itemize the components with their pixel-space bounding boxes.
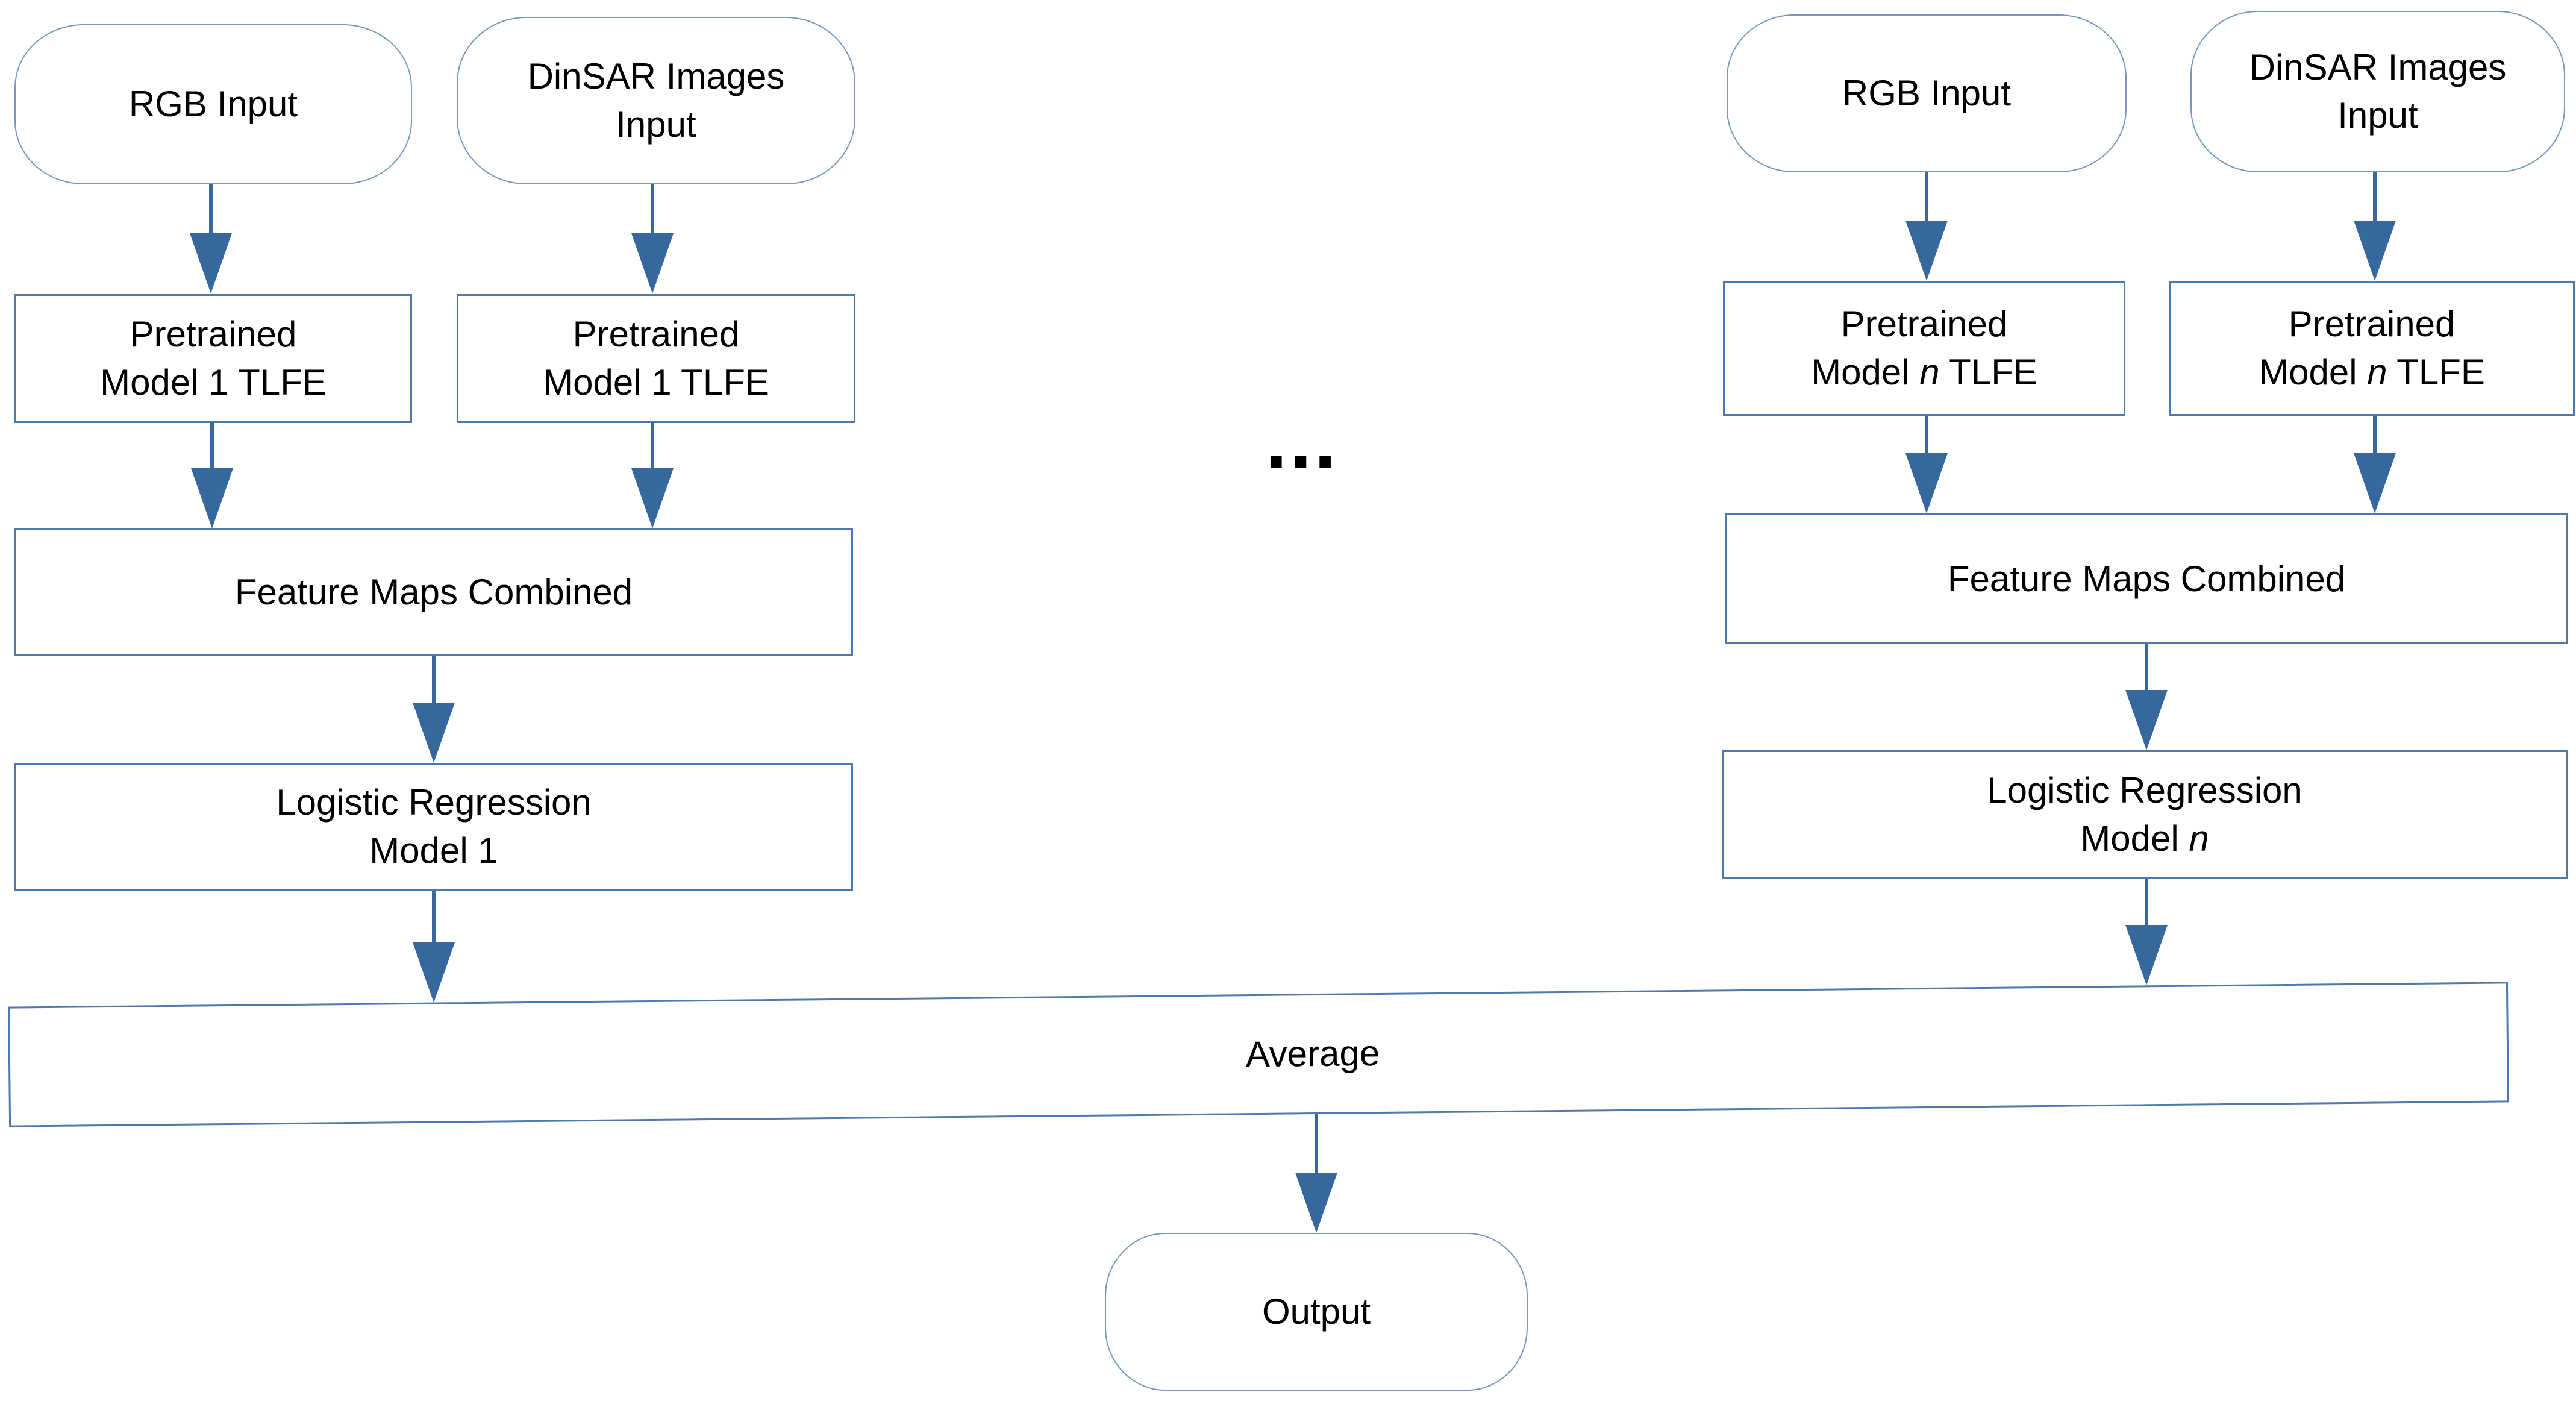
model-index: 1: [478, 830, 498, 871]
node-label: RGB Input: [1842, 73, 2012, 113]
node-label: DinSAR Images: [2249, 47, 2507, 87]
node-label: Logistic Regression: [1987, 769, 2302, 810]
arrow-stem: [651, 422, 654, 473]
model-index: 1: [208, 362, 229, 403]
node-pretrained-dinsar-n: Pretrained Model n TLFE: [2169, 281, 2575, 416]
arrow-head-icon: [413, 703, 455, 763]
node-feature-maps-1: Feature Maps Combined: [14, 528, 853, 656]
model-index: 1: [651, 362, 672, 403]
node-label: Feature Maps Combined: [1947, 558, 2346, 599]
node-label: Input: [2337, 95, 2418, 136]
model-index: n: [1919, 352, 1940, 392]
model-index: n: [2367, 352, 2387, 392]
node-label: RGB Input: [128, 84, 298, 124]
node-label: Pretrained: [2288, 304, 2456, 344]
arrow-head-icon: [1905, 453, 1948, 513]
node-feature-maps-n: Feature Maps Combined: [1725, 513, 2568, 644]
flow-arrow: [413, 891, 455, 1003]
arrow-head-icon: [631, 468, 674, 528]
node-output: Output: [1105, 1233, 1528, 1391]
arrow-stem: [1925, 416, 1928, 458]
arrow-stem: [432, 891, 436, 947]
node-rgb-input-n: RGB Input: [1727, 14, 2127, 172]
node-label: Model 1: [369, 830, 498, 871]
node-average: Average: [8, 982, 2509, 1127]
node-label: Pretrained: [1840, 304, 2008, 344]
arrow-stem: [651, 184, 654, 238]
node-label: Pretrained: [572, 314, 740, 354]
arrow-stem: [432, 656, 436, 707]
flow-arrow: [2125, 879, 2168, 985]
node-label: Model 1 TLFE: [543, 362, 769, 403]
node-pretrained-dinsar-1: Pretrained Model 1 TLFE: [457, 294, 855, 423]
flow-arrow: [1905, 172, 1948, 281]
node-label: Input: [616, 104, 696, 145]
arrow-stem: [1925, 172, 1928, 225]
arrow-head-icon: [631, 233, 674, 293]
pipelines-ellipsis: ...: [1265, 396, 1339, 484]
arrow-head-icon: [413, 942, 455, 1003]
node-label: Model n: [2080, 818, 2209, 859]
node-label: Feature Maps Combined: [234, 572, 633, 612]
flow-arrow: [631, 422, 674, 528]
arrow-stem: [2145, 879, 2148, 930]
arrow-head-icon: [2354, 453, 2396, 513]
flow-arrow: [631, 184, 674, 293]
arrow-head-icon: [2125, 690, 2168, 750]
node-label: Logistic Regression: [276, 782, 592, 823]
arrow-stem: [2373, 416, 2377, 458]
node-dinsar-input-n: DinSAR Images Input: [2190, 11, 2565, 172]
model-index: n: [2189, 818, 2209, 859]
node-logistic-regression-n: Logistic Regression Model n: [1722, 750, 2568, 879]
node-logistic-regression-1: Logistic Regression Model 1: [14, 763, 853, 891]
arrow-head-icon: [2354, 221, 2396, 281]
arrow-head-icon: [190, 233, 232, 293]
node-label: Pretrained: [130, 314, 297, 354]
node-label: Model 1 TLFE: [100, 362, 327, 403]
flow-arrow: [1295, 1114, 1337, 1233]
arrow-stem: [1315, 1114, 1318, 1177]
flow-arrow: [2354, 416, 2396, 513]
arrow-head-icon: [2125, 925, 2168, 985]
flow-arrow: [191, 422, 233, 528]
node-dinsar-input-1: DinSAR Images Input: [457, 17, 855, 184]
arrow-head-icon: [1905, 221, 1948, 281]
node-rgb-input-1: RGB Input: [14, 24, 412, 184]
flow-arrow: [190, 184, 232, 293]
node-label: Model n TLFE: [2259, 352, 2485, 392]
arrow-stem: [210, 422, 214, 473]
node-label: Model n TLFE: [1811, 352, 2037, 392]
node-label: Average: [1245, 1033, 1380, 1075]
flow-arrow: [2354, 172, 2396, 281]
arrow-head-icon: [1295, 1173, 1337, 1233]
arrow-stem: [2373, 172, 2377, 225]
arrow-stem: [209, 184, 213, 238]
node-label: Output: [1261, 1291, 1371, 1332]
node-pretrained-rgb-n: Pretrained Model n TLFE: [1723, 281, 2125, 416]
arrow-stem: [2145, 644, 2148, 695]
flow-arrow: [413, 656, 455, 763]
flow-arrow: [1905, 416, 1948, 513]
arrow-head-icon: [191, 468, 233, 528]
node-label: DinSAR Images: [527, 56, 785, 96]
flow-arrow: [2125, 644, 2168, 750]
node-pretrained-rgb-1: Pretrained Model 1 TLFE: [14, 294, 412, 423]
